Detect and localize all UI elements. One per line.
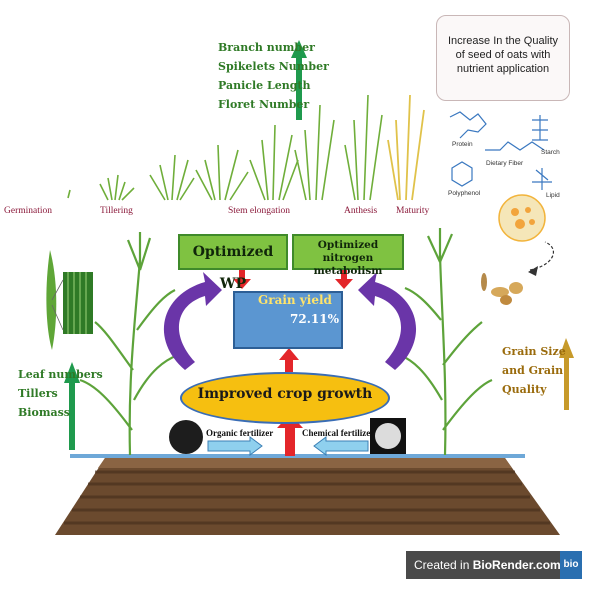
stage-anthesis: Anthesis [344, 206, 378, 216]
fertilizer-arrows [207, 436, 369, 456]
trait-floret-number: Floret Number [218, 98, 310, 111]
label-protein: Protein [452, 141, 473, 148]
organic-fertilizer-label: Organic fertilizer [206, 428, 274, 438]
trait-and-grain: and Grain [502, 364, 564, 377]
right-gold-arrow [559, 338, 574, 410]
label-lipid: Lipid [546, 192, 560, 199]
label-starch: Starch [541, 149, 560, 156]
soil-field [55, 458, 560, 535]
trait-tillers: Tillers [18, 387, 58, 400]
grain-yield-label: Grain yield [258, 293, 332, 307]
optimized-nitrogen-box: Optimized nitrogen metabolism [292, 234, 404, 277]
improved-crop-growth-label: Improved crop growth [197, 386, 373, 402]
trait-biomass: Biomass [18, 406, 70, 419]
watermark-prefix: Created in [414, 558, 473, 572]
nutrient-molecules [449, 111, 552, 190]
right-traits-list: Grain Size and Grain Quality [502, 342, 566, 399]
label-dietary-fiber: Dietary Fiber [486, 160, 524, 167]
stage-maturity: Maturity [396, 206, 430, 216]
stage-germination: Germination [4, 206, 53, 216]
stage-stem-elongation: Stem elongation [228, 206, 291, 216]
lipid-cell-image [498, 194, 546, 242]
grain-yield-box [233, 291, 343, 349]
trait-leaf-numbers: Leaf numbers [18, 368, 103, 381]
improved-crop-growth-ellipse [180, 372, 390, 424]
trait-quality: Quality [502, 383, 547, 396]
chemical-fertilizer-label: Chemical fertilizer [302, 428, 375, 438]
trait-panicle-length: Panicle Length [218, 79, 311, 92]
optimized-wp-box: Optimized WP [178, 234, 288, 292]
organic-fertilizer-image [169, 420, 203, 454]
trait-spikelets-number: Spikelets Number [218, 60, 329, 73]
leaf-illustration [46, 250, 93, 350]
quality-callout-text: Increase In the Quality of seed of oats … [447, 35, 559, 75]
maturity-plant [387, 94, 425, 201]
growth-stage-plants [67, 94, 383, 201]
oat-seed-images [481, 273, 523, 305]
label-polyphenol: Polyphenol [448, 190, 481, 197]
left-oat-plant [79, 232, 179, 456]
left-traits-list: Leaf numbers Tillers Biomass [18, 365, 103, 422]
stage-tillering: Tillering [100, 206, 133, 216]
trait-branch-number: Branch number [218, 41, 315, 54]
quality-callout-box: Increase In the Quality of seed of oats … [436, 15, 570, 101]
top-traits-list: Branch number Spikelets Number Panicle L… [218, 38, 329, 114]
biorender-watermark: Created in BioRender.com bio [406, 551, 582, 579]
purple-arrows [163, 272, 417, 370]
left-green-arrow [64, 362, 80, 450]
grain-yield-value: 72.11% [290, 312, 339, 326]
right-oat-plant [399, 228, 493, 456]
top-green-arrow [291, 40, 307, 120]
watermark-brand: BioRender.com [472, 558, 561, 572]
biorender-logo: bio [560, 551, 582, 579]
trait-grain-size: Grain Size [502, 345, 566, 358]
